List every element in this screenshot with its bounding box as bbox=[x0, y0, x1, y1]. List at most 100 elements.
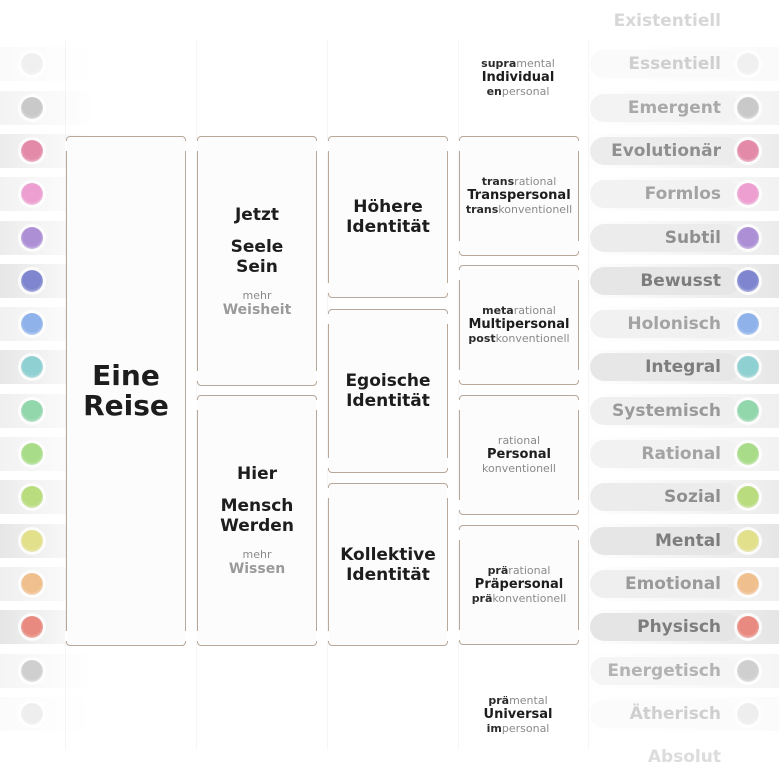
level-pill bbox=[590, 613, 740, 641]
lower-knowledge: Wissen bbox=[228, 561, 286, 577]
identity-collective-box: Kollektive Identität bbox=[327, 483, 449, 646]
level-dot-icon bbox=[21, 443, 43, 465]
stage-multi-t-rest: rational bbox=[513, 304, 556, 317]
level-pill bbox=[590, 397, 740, 425]
lower-becoming: Werden bbox=[220, 516, 294, 536]
stage-trans-mid: Transpersonal bbox=[467, 188, 571, 203]
level-pill bbox=[590, 50, 740, 78]
upper-more: mehr bbox=[242, 288, 272, 302]
level-dot-icon bbox=[21, 227, 43, 249]
stage-pers-mid: Personal bbox=[487, 447, 551, 462]
identity-higher-l1: Höhere bbox=[353, 197, 423, 217]
level-pill bbox=[590, 267, 740, 295]
upper-wisdom: Weisheit bbox=[222, 301, 292, 318]
level-dot-icon bbox=[737, 227, 759, 249]
identity-collective-l1: Kollektive bbox=[340, 544, 436, 565]
stage-trans: transrational Transpersonal transkonvent… bbox=[458, 136, 580, 256]
stage-top-t-rest: mental bbox=[516, 57, 555, 70]
level-dot-icon bbox=[21, 270, 43, 292]
journey-line2: Reise bbox=[83, 389, 169, 422]
level-label: Subtil bbox=[664, 228, 721, 248]
lower-human: Mensch bbox=[220, 496, 294, 516]
stage-bottom-t-prefix: prä bbox=[488, 694, 510, 707]
lower-more: mehr bbox=[242, 548, 272, 561]
level-dot-icon bbox=[737, 97, 759, 119]
stage-multi: metarational Multipersonal postkonventio… bbox=[458, 265, 580, 385]
lower-box: Hier Mensch Werden mehr Wissen bbox=[196, 395, 318, 646]
stage-bottom: prämental Universal impersonal bbox=[459, 693, 577, 737]
level-label: Absolut bbox=[647, 747, 721, 767]
level-label: Evolutionär bbox=[611, 141, 721, 161]
level-dot-icon bbox=[21, 140, 43, 162]
level-dot-icon bbox=[21, 703, 43, 725]
level-dot-icon bbox=[737, 53, 759, 75]
level-pill bbox=[590, 527, 740, 555]
level-pill bbox=[590, 700, 740, 728]
stage-bottom-t-rest: mental bbox=[509, 694, 548, 707]
stage-trans-t-prefix: trans bbox=[481, 175, 515, 188]
upper-box: Jetzt Seele Sein mehr Weisheit bbox=[196, 136, 318, 386]
level-pill bbox=[590, 137, 740, 165]
level-dot-icon bbox=[737, 400, 759, 422]
stage-trans-b-prefix: trans bbox=[465, 203, 499, 216]
stage-pre-mid: Präpersonal bbox=[474, 577, 564, 592]
level-dot-icon bbox=[21, 356, 43, 378]
level-dot-icon bbox=[737, 443, 759, 465]
level-row: Existentiell bbox=[0, 4, 779, 38]
level-dot-icon bbox=[21, 400, 43, 422]
identity-ego-l1: Egoische bbox=[345, 371, 431, 391]
level-label: Integral bbox=[645, 357, 721, 377]
level-row: Emergent bbox=[0, 91, 779, 125]
level-label: Existentiell bbox=[613, 11, 721, 31]
stage-top-b-rest: personal bbox=[501, 85, 550, 98]
identity-ego-l2: Identität bbox=[346, 391, 430, 411]
stage-multi-t-prefix: meta bbox=[482, 304, 514, 317]
stage-bottom-b-rest: personal bbox=[501, 722, 550, 735]
upper-soul: Seele bbox=[230, 236, 284, 257]
level-dot-icon bbox=[21, 183, 43, 205]
level-dot-icon bbox=[21, 660, 43, 682]
level-dot-icon bbox=[737, 313, 759, 335]
stage-pre: prärational Präpersonal präkonventionell bbox=[458, 525, 580, 645]
stage-pre-b-prefix: prä bbox=[471, 592, 493, 605]
stage-trans-t-rest: rational bbox=[514, 175, 557, 188]
stage-pers-t-rest: rational bbox=[497, 434, 541, 447]
journey-box: Eine Reise bbox=[65, 136, 187, 646]
stage-personal: rational Personal konventionell bbox=[458, 395, 580, 515]
level-dot-icon bbox=[21, 486, 43, 508]
level-pill bbox=[590, 224, 740, 252]
stage-top: supramental Individual enpersonal bbox=[459, 56, 577, 100]
level-pill bbox=[590, 570, 740, 598]
level-pill bbox=[590, 483, 740, 511]
stage-bottom-b-prefix: im bbox=[486, 722, 502, 735]
level-dot-icon bbox=[737, 573, 759, 595]
level-row: Essentiell bbox=[0, 47, 779, 81]
level-dot-icon bbox=[737, 616, 759, 638]
level-label: Emergent bbox=[627, 98, 721, 118]
level-pill bbox=[590, 180, 740, 208]
level-dot-icon bbox=[21, 573, 43, 595]
grid-line bbox=[588, 40, 589, 750]
stage-trans-b-rest: konventionell bbox=[498, 203, 573, 216]
level-dot-icon bbox=[737, 703, 759, 725]
level-label: Bewusst bbox=[640, 271, 721, 291]
level-label: Mental bbox=[655, 531, 721, 551]
level-row: Ätherisch bbox=[0, 697, 779, 731]
level-pill bbox=[590, 310, 740, 338]
upper-being: Sein bbox=[236, 256, 278, 277]
stage-top-b-prefix: en bbox=[486, 85, 502, 98]
level-pill bbox=[590, 94, 740, 122]
level-label: Ätherisch bbox=[629, 704, 721, 724]
level-label: Emotional bbox=[624, 574, 721, 594]
level-dot-icon bbox=[21, 530, 43, 552]
level-label: Sozial bbox=[664, 487, 721, 507]
level-dot-icon bbox=[21, 53, 43, 75]
identity-ego-box: Egoische Identität bbox=[327, 309, 449, 473]
level-row: Energetisch bbox=[0, 654, 779, 688]
upper-now: Jetzt bbox=[234, 204, 279, 225]
identity-higher-box: Höhere Identität bbox=[327, 136, 449, 298]
stage-multi-mid: Multipersonal bbox=[468, 317, 570, 332]
level-label: Energetisch bbox=[607, 661, 721, 681]
level-label: Formlos bbox=[644, 184, 721, 204]
level-dot-icon bbox=[737, 140, 759, 162]
